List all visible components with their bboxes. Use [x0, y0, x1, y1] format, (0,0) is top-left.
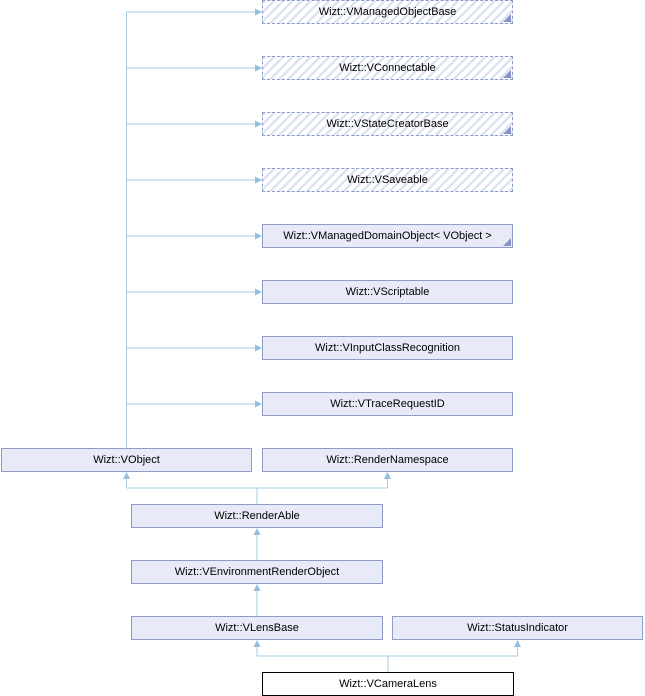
node-VEnvironmentRenderObject[interactable]: Wizt::VEnvironmentRenderObject	[131, 560, 383, 584]
node-label: Wizt::VObject	[93, 454, 160, 466]
node-VCameraLens-current: Wizt::VCameraLens	[262, 672, 514, 696]
node-RenderNamespace[interactable]: Wizt::RenderNamespace	[262, 448, 513, 472]
truncated-indicator-icon	[503, 238, 511, 246]
truncated-indicator-icon	[503, 70, 511, 78]
node-VSaveable[interactable]: Wizt::VSaveable	[262, 168, 513, 192]
node-label: Wizt::VLensBase	[215, 622, 299, 634]
node-label: Wizt::VManagedObjectBase	[318, 6, 457, 18]
node-VConnectable[interactable]: Wizt::VConnectable	[262, 56, 513, 80]
node-label: Wizt::VTraceRequestID	[330, 398, 445, 410]
arrowheads-right	[255, 8, 262, 408]
node-label: Wizt::VStateCreatorBase	[326, 118, 449, 130]
arrowheads-up	[123, 472, 521, 647]
node-label: Wizt::VCameraLens	[339, 678, 437, 690]
node-VLensBase[interactable]: Wizt::VLensBase	[131, 616, 383, 640]
node-VManagedDomainObject[interactable]: Wizt::VManagedDomainObject< VObject >	[262, 224, 513, 248]
node-label: Wizt::VInputClassRecognition	[315, 342, 460, 354]
node-label: Wizt::RenderNamespace	[326, 454, 449, 466]
node-VScriptable[interactable]: Wizt::VScriptable	[262, 280, 513, 304]
truncated-indicator-icon	[503, 14, 511, 22]
node-label: Wizt::VScriptable	[345, 286, 430, 298]
connector-lines	[126, 11, 518, 672]
node-VManagedObjectBase[interactable]: Wizt::VManagedObjectBase	[262, 0, 513, 24]
truncated-indicator-icon	[503, 126, 511, 134]
node-StatusIndicator[interactable]: Wizt::StatusIndicator	[392, 616, 643, 640]
node-VInputClassRecognition[interactable]: Wizt::VInputClassRecognition	[262, 336, 513, 360]
node-VObject[interactable]: Wizt::VObject	[1, 448, 252, 472]
node-label: Wizt::StatusIndicator	[467, 622, 568, 634]
node-RenderAble[interactable]: Wizt::RenderAble	[131, 504, 383, 528]
node-label: Wizt::RenderAble	[214, 510, 300, 522]
node-VTraceRequestID[interactable]: Wizt::VTraceRequestID	[262, 392, 513, 416]
node-label: Wizt::VManagedDomainObject< VObject >	[283, 230, 492, 242]
node-label: Wizt::VEnvironmentRenderObject	[174, 566, 340, 578]
node-label: Wizt::VConnectable	[339, 62, 436, 74]
node-VStateCreatorBase[interactable]: Wizt::VStateCreatorBase	[262, 112, 513, 136]
node-label: Wizt::VSaveable	[347, 174, 428, 186]
